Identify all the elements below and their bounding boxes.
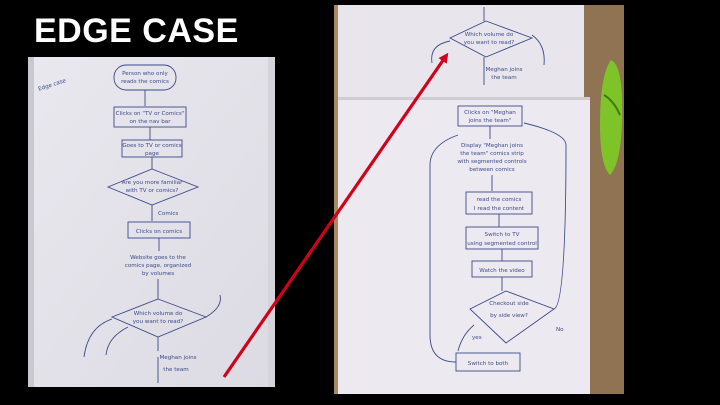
svg-text:page: page <box>145 151 160 157</box>
svg-text:between comics: between comics <box>469 167 515 173</box>
node-checkout <box>469 290 555 344</box>
svg-text:by side view?: by side view? <box>490 313 528 319</box>
svg-text:with TV or comics?: with TV or comics? <box>126 188 179 194</box>
node-display: Display "Meghan joins the team" comics s… <box>457 143 526 173</box>
svg-text:Watch the video: Watch the video <box>479 268 525 274</box>
svg-text:No: No <box>556 327 564 333</box>
svg-text:reads the comics: reads the comics <box>121 79 169 85</box>
node-meghan: Meghan joins the team <box>159 355 196 373</box>
svg-text:with segmented controls: with segmented controls <box>457 159 526 165</box>
left-flowchart-photo: Edge case Person who only reads the comi… <box>28 57 275 387</box>
svg-text:Person who only: Person who only <box>122 71 168 77</box>
svg-text:the team" comics strip: the team" comics strip <box>460 151 524 157</box>
svg-text:Clicks on comics: Clicks on comics <box>136 229 182 235</box>
svg-text:on the nav bar: on the nav bar <box>129 119 171 125</box>
svg-text:Switch to both: Switch to both <box>468 361 509 367</box>
svg-text:Meghan joins: Meghan joins <box>485 67 522 73</box>
right-flowchart-photo: Which volume do you want to read? Meghan… <box>334 5 624 394</box>
svg-text:the team: the team <box>491 75 516 81</box>
svg-text:Clicks on "Meghan: Clicks on "Meghan <box>464 110 516 116</box>
svg-text:the team: the team <box>163 367 188 373</box>
node-website: Website goes to the comics page, organiz… <box>125 255 192 277</box>
slide-title: EDGE CASE <box>34 12 239 50</box>
node-which-volume-top <box>448 20 534 58</box>
svg-text:Website goes to the: Website goes to the <box>130 255 186 261</box>
svg-text:Goes to TV or comics: Goes to TV or comics <box>122 143 181 149</box>
svg-text:you want to read?: you want to read? <box>464 40 515 46</box>
svg-text:Clicks on "TV or Comics": Clicks on "TV or Comics" <box>116 111 185 117</box>
svg-text:you want to read?: you want to read? <box>133 319 184 325</box>
svg-text:by volumes: by volumes <box>142 271 174 277</box>
svg-text:read the comics: read the comics <box>477 197 522 203</box>
svg-text:yes: yes <box>472 335 482 341</box>
svg-text:Switch to TV: Switch to TV <box>485 232 520 238</box>
svg-text:Comics: Comics <box>158 211 178 217</box>
svg-text:Which volume do: Which volume do <box>465 32 514 38</box>
svg-text:comics page, organized: comics page, organized <box>125 263 192 269</box>
svg-text:Which volume do: Which volume do <box>134 311 183 317</box>
svg-text:Meghan joins: Meghan joins <box>159 355 196 361</box>
svg-text:using segmented control: using segmented control <box>467 241 537 247</box>
svg-text:Display "Meghan joins: Display "Meghan joins <box>461 143 523 149</box>
svg-text:Are you more familiar: Are you more familiar <box>122 180 183 186</box>
top-sheet-diagram: Which volume do you want to read? Meghan… <box>431 7 545 85</box>
svg-text:joins the team": joins the team" <box>468 118 512 124</box>
svg-text:Checkout side: Checkout side <box>489 301 529 307</box>
svg-text:I read the content: I read the content <box>474 206 525 212</box>
